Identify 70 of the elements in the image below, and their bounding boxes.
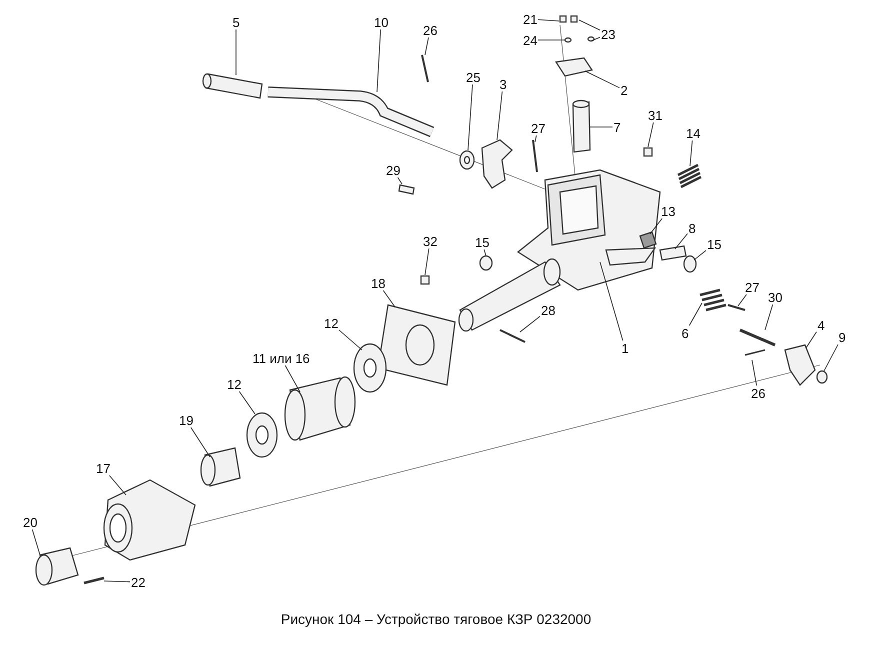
callout-number: 15	[706, 236, 722, 252]
leader-line	[584, 70, 620, 88]
leader-line	[397, 177, 402, 184]
leader-line	[424, 248, 430, 276]
leader-line	[338, 330, 362, 350]
leader-line	[534, 135, 537, 142]
leader-line	[284, 365, 300, 392]
leader-line	[764, 304, 774, 330]
callout-number: 13	[660, 204, 676, 218]
leader-line	[578, 20, 600, 30]
callout-number: 19	[178, 412, 194, 428]
leader-line	[468, 84, 473, 150]
leader-line	[824, 344, 838, 372]
callout-number: 3	[498, 76, 508, 92]
callout-number: 30	[767, 290, 784, 304]
callout-number: 28	[540, 302, 556, 318]
leader-line	[382, 290, 396, 308]
callout-number: 11 или 16	[252, 350, 311, 366]
callout-number: 6	[680, 326, 690, 340]
leader-line	[376, 29, 381, 92]
callout-number: 27	[744, 280, 760, 294]
leader-line	[520, 316, 540, 332]
leader-line	[424, 37, 429, 56]
leader-line	[32, 529, 40, 556]
callout-number: 8	[688, 220, 697, 236]
leader-line	[496, 91, 503, 140]
leader-line	[648, 122, 654, 148]
callout-number: 15	[474, 234, 490, 250]
callout-number: 23	[600, 26, 616, 42]
leader-line	[590, 126, 613, 128]
callout-number: 26	[750, 386, 766, 400]
callout-number: 21	[522, 12, 538, 26]
callout-number: 10	[373, 14, 390, 30]
callout-number: 26	[422, 22, 438, 38]
leader-line	[238, 391, 256, 414]
callout-number: 22	[130, 574, 146, 590]
leader-line	[674, 233, 688, 250]
callout-number: 24	[522, 32, 538, 48]
callout-number: 27	[530, 120, 546, 136]
leader-line	[650, 218, 662, 234]
leader-line	[752, 360, 757, 386]
callout-number: 32	[422, 234, 438, 248]
leader-line	[688, 302, 702, 326]
callout-number: 20	[22, 514, 38, 530]
callout-number: 12	[226, 376, 242, 392]
callout-number: 9	[838, 330, 847, 344]
callout-number: 18	[370, 276, 386, 290]
callout-number: 31	[647, 108, 664, 122]
callout-number: 4	[816, 318, 826, 332]
leader-line	[104, 580, 130, 582]
figure-caption: Рисунок 104 – Устройство тяговое КЗР 0232000	[280, 611, 592, 627]
leader-line	[738, 294, 747, 306]
leader-line	[484, 249, 486, 256]
callout-number: 17	[95, 460, 112, 476]
leader-line	[694, 250, 706, 260]
callout-number: 14	[685, 126, 702, 140]
callout-number: 2	[620, 82, 629, 98]
leader-line	[690, 140, 693, 166]
leader-line	[590, 36, 600, 42]
leader-line	[190, 427, 210, 458]
callout-number: 1	[620, 340, 630, 356]
callout-number: 12	[323, 316, 340, 330]
leader-line	[538, 19, 560, 22]
callout-number: 29	[385, 162, 402, 178]
leader-line	[109, 475, 126, 496]
callout-number: 5	[232, 14, 241, 30]
callout-number: 7	[612, 120, 622, 134]
callout-number: 25	[465, 70, 482, 84]
leader-line	[600, 262, 624, 341]
leader-line	[806, 332, 817, 348]
